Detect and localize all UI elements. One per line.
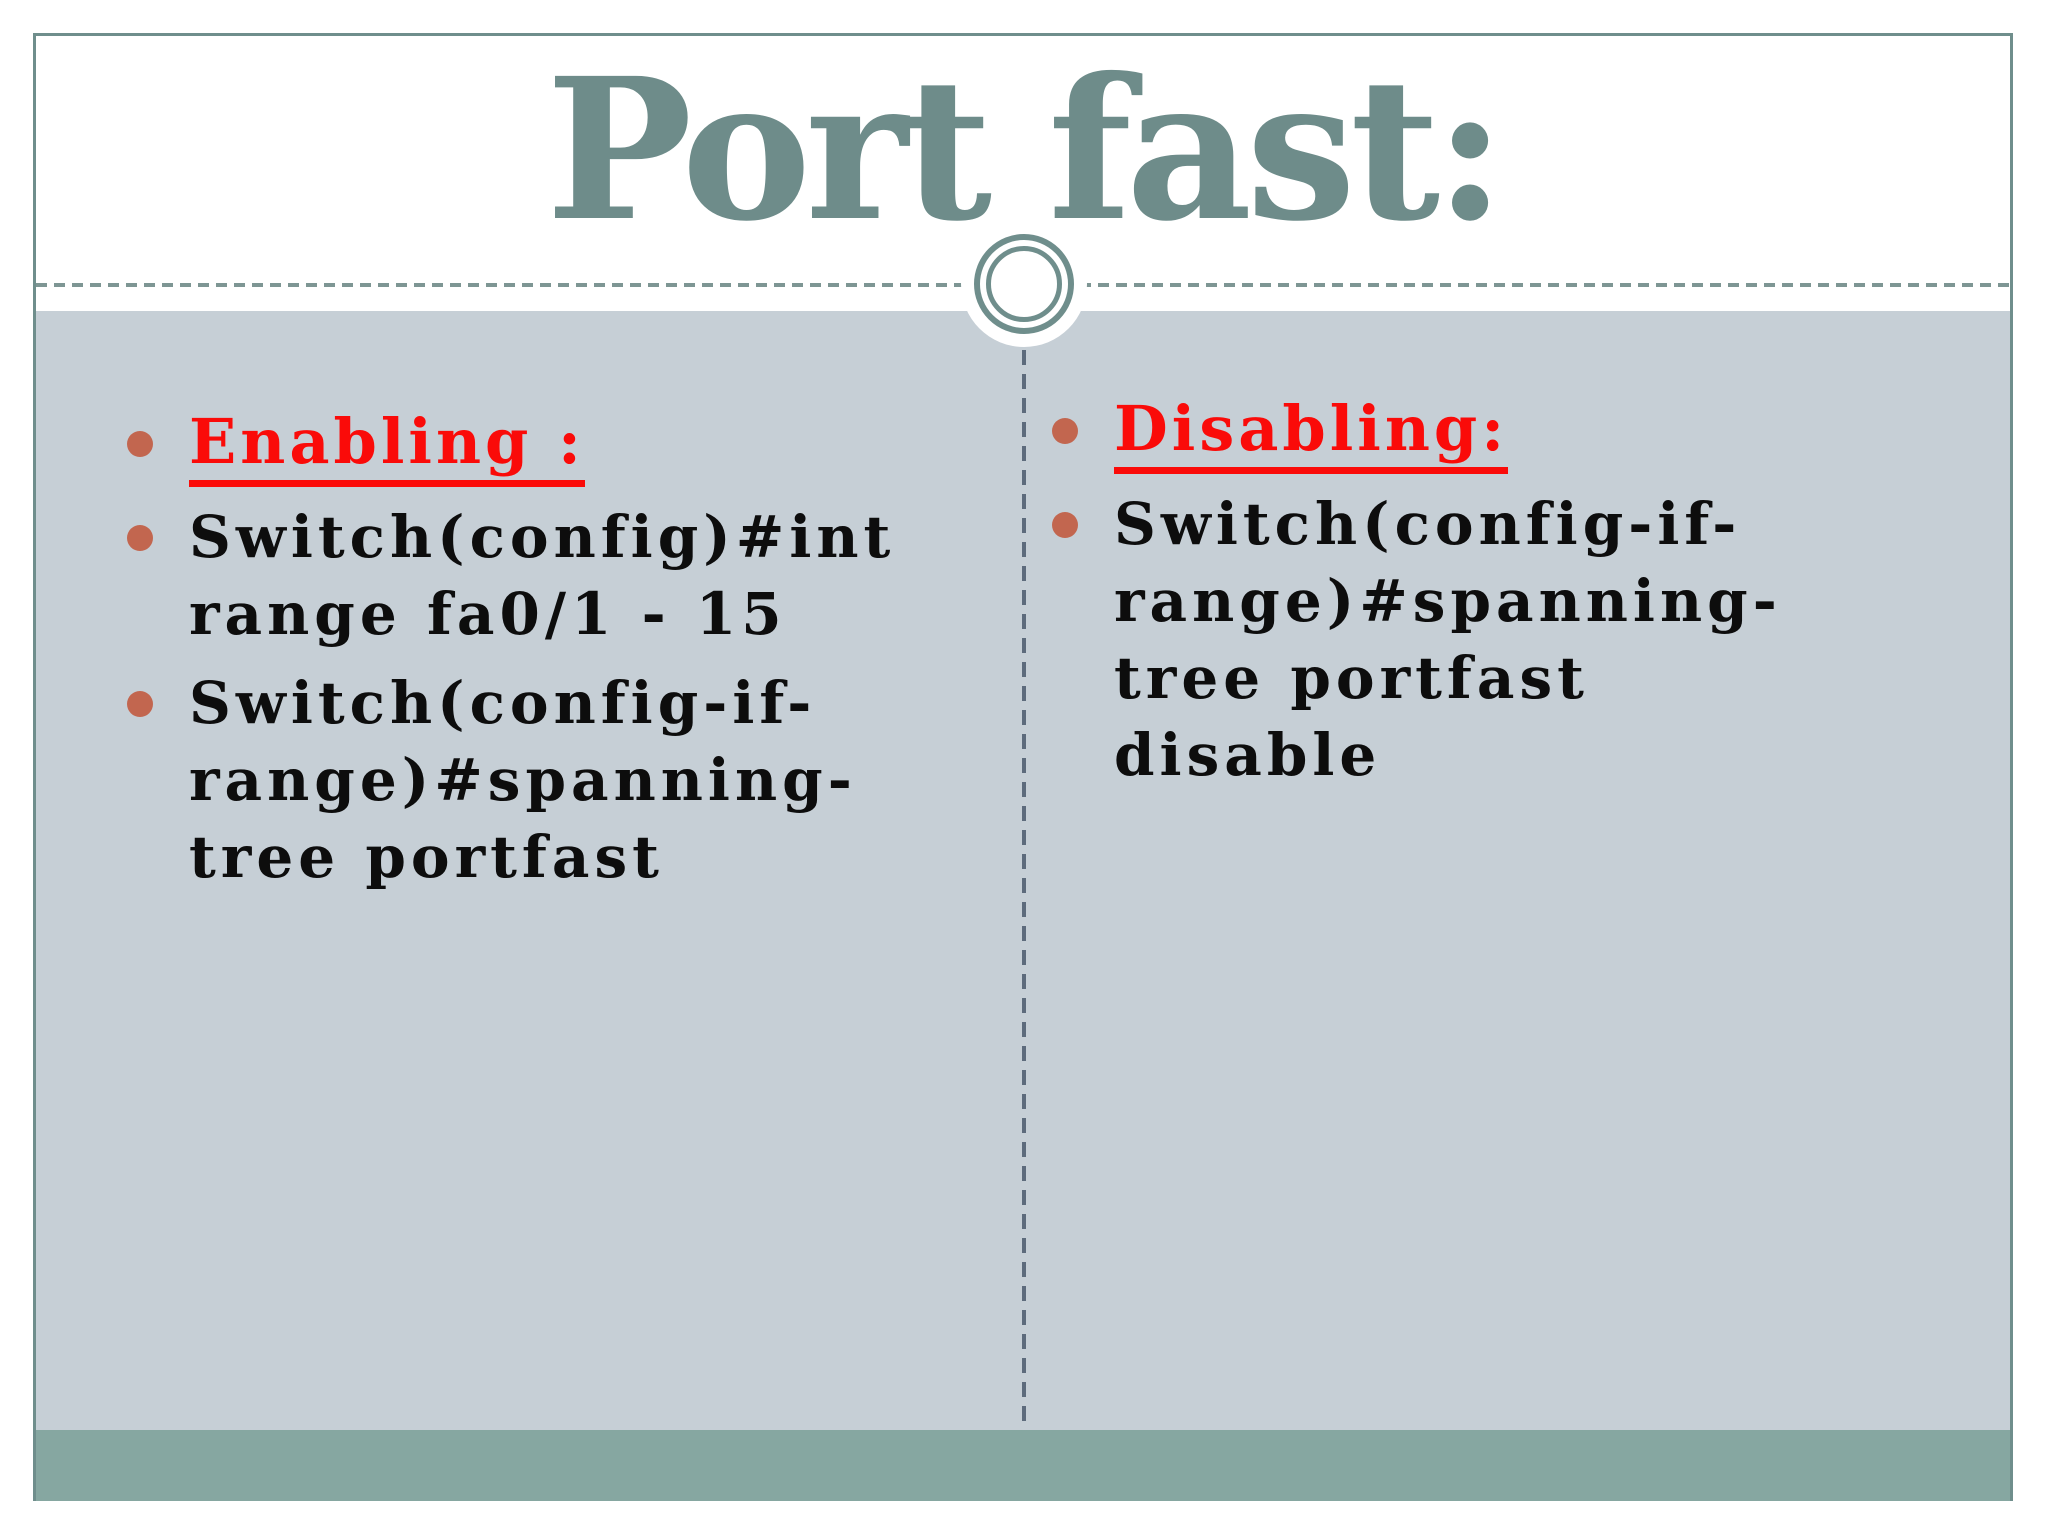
command-text: Switch(config)#int range fa0/1 - 15 xyxy=(189,503,896,648)
bullet-icon xyxy=(1052,512,1078,538)
command-text: Switch(config-if-range)#spanning-tree po… xyxy=(189,669,857,891)
footer-band xyxy=(36,1430,2010,1501)
command-text: Switch(config-if-range)#spanning-tree po… xyxy=(1114,490,1782,789)
bullet-icon xyxy=(127,691,153,717)
list-item: Switch(config-if-range)#spanning-tree po… xyxy=(1052,486,1864,794)
bullet-icon xyxy=(1052,418,1078,444)
list-item: Switch(config)#int range fa0/1 - 15 xyxy=(127,499,977,653)
circle-ornament xyxy=(961,221,1087,347)
disabling-column: Disabling: Switch(config-if-range)#spann… xyxy=(1052,392,1864,806)
double-circle-icon xyxy=(974,234,1074,334)
list-item: Enabling : xyxy=(127,405,977,487)
enabling-column: Enabling : Switch(config)#int range fa0/… xyxy=(127,405,977,908)
disabling-heading: Disabling: xyxy=(1114,394,1509,474)
bullet-icon xyxy=(127,525,153,551)
list-item: Switch(config-if-range)#spanning-tree po… xyxy=(127,665,977,896)
page-title: Port fast: xyxy=(545,35,1506,264)
bullet-icon xyxy=(127,431,153,457)
inner-circle-icon xyxy=(986,246,1062,322)
enabling-heading: Enabling : xyxy=(189,407,585,487)
list-item: Disabling: xyxy=(1052,392,1864,474)
column-divider-line xyxy=(1022,350,1026,1430)
